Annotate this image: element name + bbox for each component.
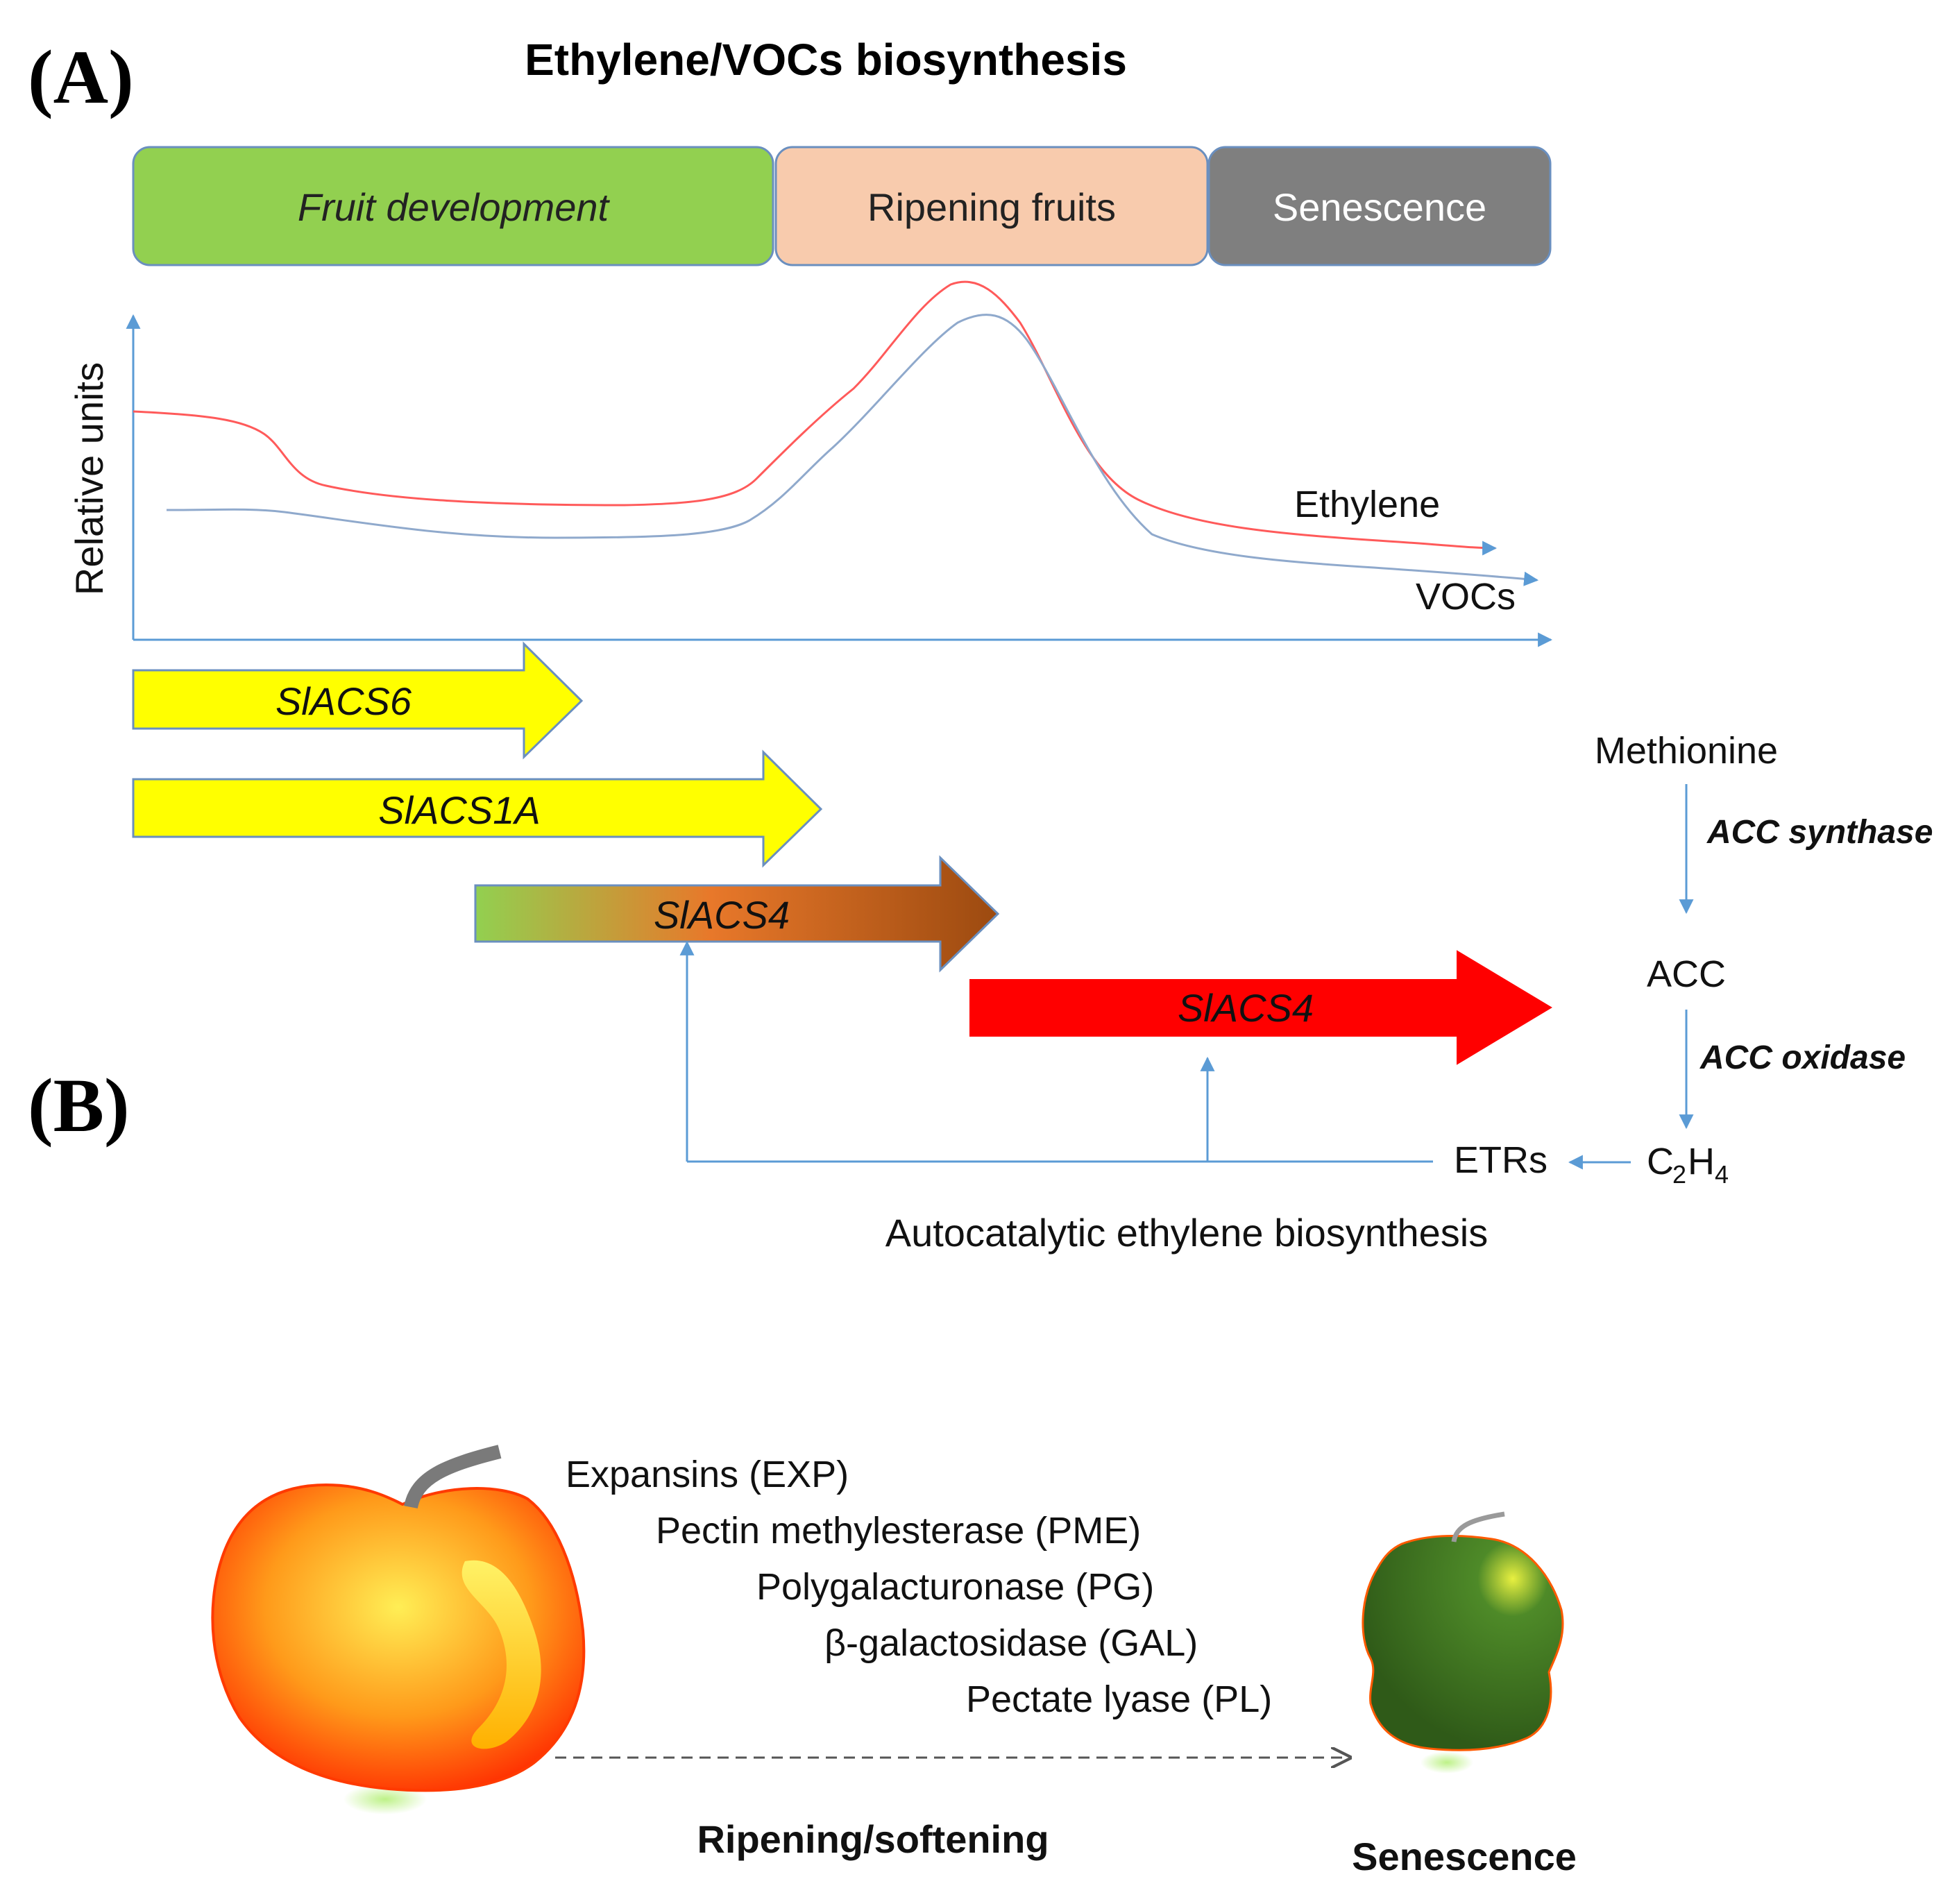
acc-synthase-label: ACC synthase [1706,814,1933,851]
c2h4-h: H [1688,1141,1715,1182]
enzyme-pme: Pectin methylesterase (PME) [656,1510,1141,1552]
panel-a-label: (A) [28,35,134,119]
gene-label-slacs4-transition: SlACS4 [654,893,790,937]
ethylene-label: Ethylene [1294,484,1440,525]
enzyme-gal: β-galactosidase (GAL) [824,1622,1198,1664]
acc-label: ACC [1647,953,1726,995]
stage-senescence-label: Senescence [1273,185,1486,229]
senescent-apple-stem [1451,1511,1505,1542]
c2h4-sub-4: 4 [1715,1160,1729,1189]
stage-ripening-box [774,146,1209,266]
etrs-label: ETRs [1454,1139,1548,1181]
ripening-softening-label: Ripening/softening [697,1817,1049,1861]
c2h4-sub-2: 2 [1672,1160,1686,1189]
y-axis-label: Relative units [67,362,111,595]
gene-arrow-slacs1a [132,749,823,868]
gene-arrow-slacs6 [132,641,584,760]
senescence-caption: Senescence [1352,1835,1577,1878]
acc-oxidase-label: ACC oxidase [1699,1039,1906,1076]
vocs-curve [166,314,1539,586]
gene-arrow-slacs4-transition [474,855,1000,973]
senescent-apple-glow [1421,1751,1473,1774]
ripe-apple-highlight [461,1560,541,1749]
gene-label-slacs4-ripening: SlACS4 [1178,986,1314,1030]
stage-senescence-box [1207,146,1552,266]
stage-fruit-development-label: Fruit development [298,185,611,229]
enzyme-expansins: Expansins (EXP) [566,1454,849,1495]
figure-title: Ethylene/VOCs biosynthesis [525,35,1127,85]
gene-label-slacs6: SlACS6 [275,679,412,723]
gene-label-slacs1a: SlACS1A [378,788,540,832]
methionine-label: Methionine [1595,730,1778,772]
stage-fruit-development-box [132,146,774,266]
ripe-apple-stem [404,1445,502,1509]
senescent-apple [1362,1535,1564,1751]
c2h4-c: C [1647,1141,1674,1182]
gene-arrow-slacs4-ripening [969,950,1552,1065]
vocs-label: VOCs [1416,576,1516,618]
autocatalytic-label: Autocatalytic ethylene biosynthesis [885,1211,1489,1255]
enzyme-pl: Pectate lyase (PL) [966,1678,1272,1720]
ripe-apple-glow [344,1784,427,1814]
ethylene-curve [133,280,1498,556]
c2h4-label: C 2 H 4 [1647,1141,1729,1189]
panel-b-label: (B) [28,1063,130,1148]
stage-ripening-label: Ripening fruits [867,185,1116,229]
enzyme-pg: Polygalacturonase (PG) [756,1566,1154,1608]
